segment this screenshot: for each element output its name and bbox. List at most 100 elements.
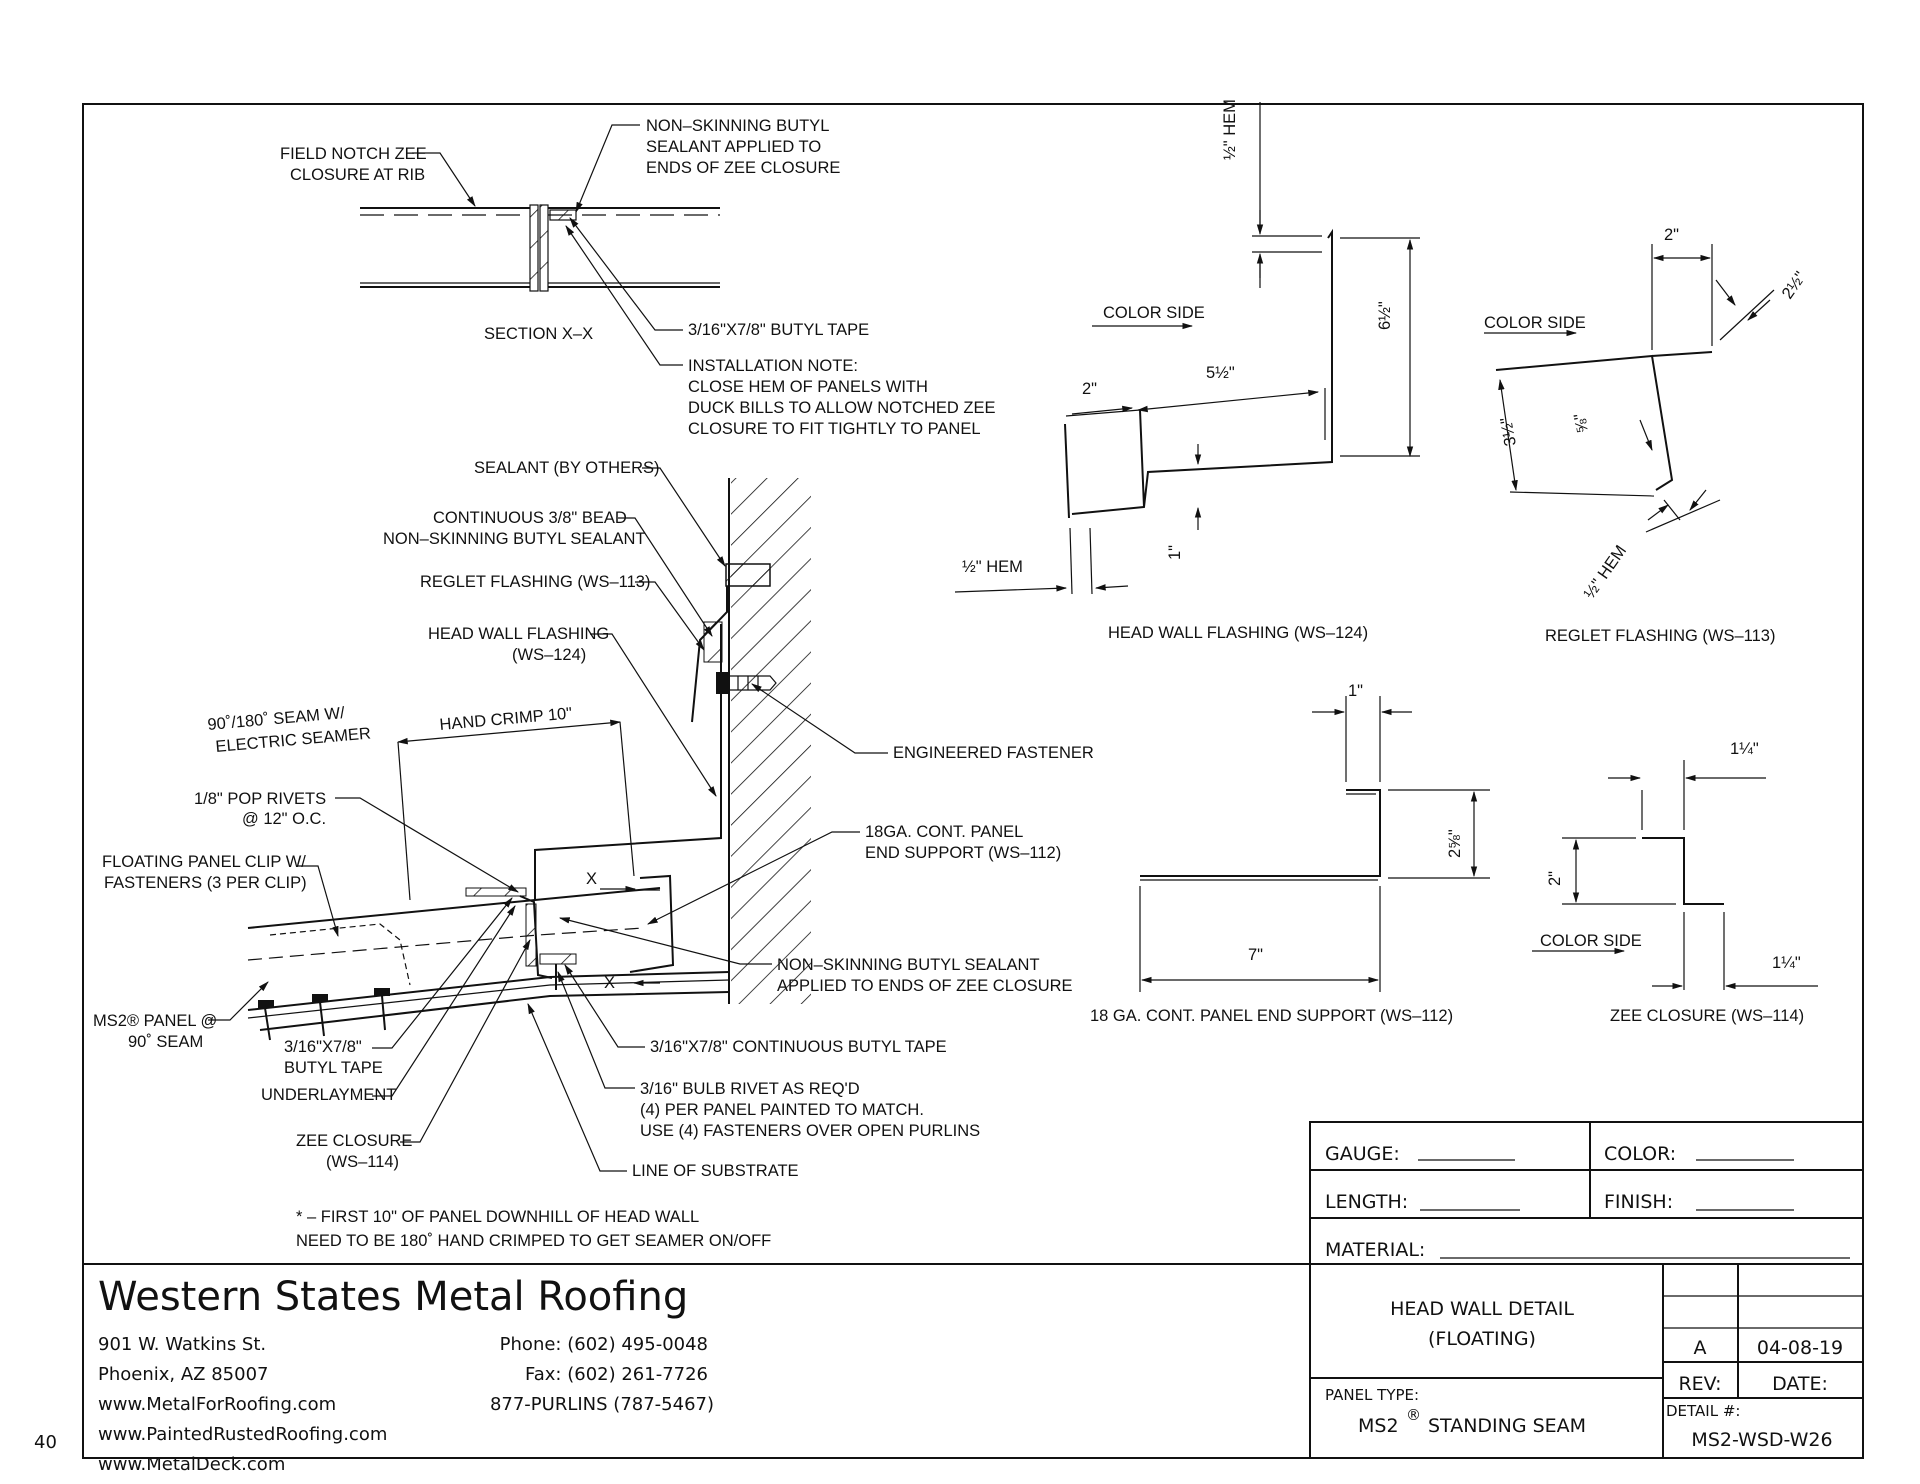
label-ms2-panel-1: MS2® PANEL @	[93, 1012, 217, 1030]
label-butyl-sealant-2: SEALANT APPLIED TO	[646, 138, 821, 156]
es-dim-1: 1"	[1348, 682, 1363, 700]
detail-title-2: (FLOATING)	[1428, 1328, 1536, 1350]
head-wall-flashing-drawing	[954, 102, 1420, 595]
label-substrate: LINE OF SUBSTRATE	[632, 1162, 799, 1180]
label-underlayment: UNDERLAYMENT	[261, 1086, 396, 1104]
hwf-dim-6h: 6½"	[1376, 301, 1394, 330]
company-phone: Phone: (602) 495-0048	[500, 1334, 708, 1355]
hwf-caption: HEAD WALL FLASHING (WS–124)	[1108, 624, 1368, 642]
label-cont-bead-2: NON–SKINNING BUTYL SEALANT	[383, 530, 646, 548]
label-zee-1: ZEE CLOSURE	[296, 1132, 412, 1150]
title-block	[1309, 1263, 1864, 1459]
label-sealant-by-others: SEALANT (BY OTHERS)	[474, 459, 660, 477]
es-dim-2-5-8: 2⅝"	[1446, 829, 1464, 858]
label-butyl-tape-top: 3/16"X7/8" BUTYL TAPE	[688, 321, 869, 339]
zc-color-side: COLOR SIDE	[1540, 932, 1642, 950]
label-panel-clip-1: FLOATING PANEL CLIP W/	[102, 853, 306, 871]
company-web-3[interactable]: www.MetalDeck.com	[98, 1454, 285, 1475]
hwf-hem-top: ½" HEM	[1221, 99, 1239, 160]
label-head-wall-1: HEAD WALL FLASHING	[428, 625, 609, 643]
rf-dim-2h: 2½"	[1779, 268, 1810, 302]
date-label: DATE:	[1772, 1373, 1828, 1395]
spec-length-label: LENGTH:	[1325, 1191, 1408, 1213]
zc-dim-bottom: 1¼"	[1772, 954, 1801, 972]
rf-dim-5-8: ⅝"	[1571, 412, 1592, 435]
label-install-note-4: CLOSURE TO FIT TIGHTLY TO PANEL	[688, 420, 981, 438]
label-butyl-sealant-3: ENDS OF ZEE CLOSURE	[646, 159, 840, 177]
company-city: Phoenix, AZ 85007	[98, 1364, 268, 1385]
head-wall-detail	[247, 478, 811, 1041]
label-cont-bead-1: CONTINUOUS 3/8" BEAD	[433, 509, 627, 527]
label-pop-rivets-1: 1/8" POP RIVETS	[194, 790, 326, 808]
panel-type-registered: ®	[1406, 1406, 1421, 1424]
detail-number-label: DETAIL #:	[1666, 1402, 1740, 1420]
zee-closure-drawing	[1532, 760, 1818, 990]
label-bulb-rivet-1: 3/16" BULB RIVET AS REQ'D	[640, 1080, 860, 1098]
es-dim-7: 7"	[1248, 946, 1263, 964]
label-engineered-fastener: ENGINEERED FASTENER	[893, 744, 1094, 762]
label-install-note-1: INSTALLATION NOTE:	[688, 357, 858, 375]
rf-dim-2: 2"	[1664, 226, 1679, 244]
company-fax: Fax: (602) 261-7726	[525, 1364, 708, 1385]
label-end-support-1: 18GA. CONT. PANEL	[865, 823, 1023, 841]
rf-hem: ½" HEM	[1581, 542, 1631, 602]
panel-type-suffix: STANDING SEAM	[1428, 1415, 1586, 1437]
company-name: Western States Metal Roofing	[98, 1274, 688, 1320]
rf-caption: REGLET FLASHING (WS–113)	[1545, 627, 1775, 645]
label-bulb-rivet-3: USE (4) FASTENERS OVER OPEN PURLINS	[640, 1122, 980, 1140]
company-web-1[interactable]: www.MetalForRoofing.com	[98, 1394, 336, 1415]
sheet-border	[82, 103, 1864, 1459]
hwf-dim-5h: 5½"	[1206, 364, 1235, 382]
detail-number: MS2-WSD-W26	[1691, 1429, 1832, 1451]
rf-color-side: COLOR SIDE	[1484, 314, 1586, 332]
label-field-notch-1: FIELD NOTCH ZEE	[280, 145, 427, 163]
label-install-note-2: CLOSE HEM OF PANELS WITH	[688, 378, 928, 396]
label-field-notch-2: CLOSURE AT RIB	[290, 166, 425, 184]
section-x-x	[360, 204, 720, 292]
es-caption: 18 GA. CONT. PANEL END SUPPORT (WS–112)	[1090, 1007, 1453, 1025]
label-end-support-2: END SUPPORT (WS–112)	[865, 844, 1061, 862]
spec-color-label: COLOR:	[1604, 1143, 1676, 1165]
label-sealant-ends-1: NON–SKINNING BUTYL SEALANT	[777, 956, 1040, 974]
label-butyl-tape-2: BUTYL TAPE	[284, 1059, 383, 1077]
label-ms2-panel-2: 90˚ SEAM	[128, 1033, 203, 1051]
panel-type-value: MS2	[1358, 1415, 1399, 1437]
section-x-title: SECTION X–X	[484, 325, 593, 343]
label-reglet: REGLET FLASHING (WS–113)	[420, 573, 650, 591]
label-butyl-sealant-1: NON–SKINNING BUTYL	[646, 117, 829, 135]
hwf-color-side: COLOR SIDE	[1103, 304, 1205, 322]
label-head-wall-2: (WS–124)	[512, 646, 586, 664]
label-sealant-ends-2: APPLIED TO ENDS OF ZEE CLOSURE	[777, 977, 1073, 995]
label-bulb-rivet-2: (4) PER PANEL PAINTED TO MATCH.	[640, 1101, 924, 1119]
footnote-2: NEED TO BE 180˚ HAND CRIMPED TO GET SEAM…	[296, 1232, 771, 1250]
zc-caption: ZEE CLOSURE (WS–114)	[1610, 1007, 1804, 1025]
footnote-1: * – FIRST 10" OF PANEL DOWNHILL OF HEAD …	[296, 1208, 699, 1226]
company-street: 901 W. Watkins St.	[98, 1334, 266, 1355]
spec-gauge-label: GAUGE:	[1325, 1143, 1400, 1165]
rev-label: REV:	[1678, 1373, 1721, 1395]
label-zee-2: (WS–114)	[326, 1153, 399, 1171]
hwf-dim-2: 2"	[1082, 380, 1097, 398]
date-value: 04-08-19	[1757, 1337, 1843, 1359]
company-tollfree: 877-PURLINS (787-5467)	[490, 1394, 714, 1415]
page-number: 40	[34, 1432, 57, 1453]
label-butyl-tape-1: 3/16"X7/8"	[284, 1038, 362, 1056]
spec-material-label: MATERIAL:	[1325, 1239, 1425, 1261]
company-web-2[interactable]: www.PaintedRustedRoofing.com	[98, 1424, 387, 1445]
hwf-dim-1: 1"	[1166, 545, 1184, 560]
panel-type-label: PANEL TYPE:	[1325, 1386, 1419, 1404]
rf-dim-3h: 3½"	[1497, 416, 1520, 448]
reglet-flashing-drawing	[1484, 244, 1775, 533]
x-mark-top: X	[586, 870, 597, 888]
hwf-hem-bottom: ½" HEM	[962, 558, 1023, 576]
spec-finish-label: FINISH:	[1604, 1191, 1673, 1213]
label-install-note-3: DUCK BILLS TO ALLOW NOTCHED ZEE	[688, 399, 995, 417]
label-pop-rivets-2: @ 12" O.C.	[242, 810, 326, 828]
zc-dim-top: 1¼"	[1730, 740, 1759, 758]
x-mark-bottom: X	[604, 974, 615, 992]
detail-title-1: HEAD WALL DETAIL	[1390, 1298, 1574, 1320]
rev-value: A	[1694, 1337, 1707, 1359]
label-panel-clip-2: FASTENERS (3 PER CLIP)	[104, 874, 307, 892]
zc-dim-2: 2"	[1546, 871, 1564, 886]
